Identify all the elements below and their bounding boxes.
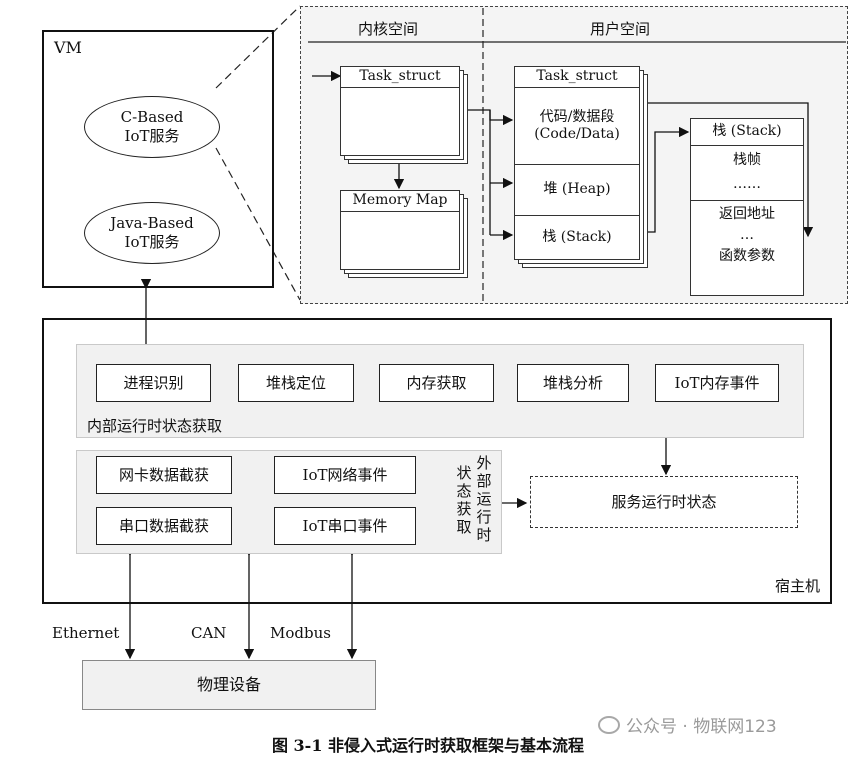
nic-data-capture: 网卡数据截获: [96, 456, 232, 494]
host-machine: 宿主机: [42, 318, 832, 604]
kernel-task-struct: Task_struct: [340, 66, 460, 156]
iot-serial-event: IoT串口事件: [274, 507, 416, 545]
iot-network-event: IoT网络事件: [274, 456, 416, 494]
serial-data-capture: 串口数据截获: [96, 507, 232, 545]
return-address-label: 返回地址: [719, 206, 775, 223]
heap-segment: 堆 (Heap): [515, 165, 639, 216]
figure-caption: 图 3-1 非侵入式运行时获取框架与基本流程: [271, 736, 585, 755]
stack-detail: 栈 (Stack) 栈帧 …… 返回地址 … 函数参数: [690, 118, 804, 296]
memory-map: Memory Map: [340, 190, 460, 270]
modbus-label: Modbus: [270, 624, 331, 642]
external-runtime-vertical-col1: 外部运行时: [476, 454, 492, 544]
code-data-segment: 代码/数据段 (Code/Data): [515, 88, 639, 165]
external-runtime-vertical-col2: 状态获取: [456, 464, 472, 536]
step-memory-acquire: 内存获取: [379, 364, 494, 402]
step-stack-analysis: 堆栈分析: [517, 364, 629, 402]
java-based-iot-service: Java-Based IoT服务: [84, 202, 220, 264]
step-stack-locate: 堆栈定位: [238, 364, 354, 402]
host-machine-label: 宿主机: [774, 577, 820, 595]
stack-detail-title: 栈 (Stack): [691, 119, 803, 146]
service-runtime-state: 服务运行时状态: [530, 476, 798, 528]
watermark: 公众号 · 物联网123: [598, 712, 777, 737]
java-based-line1: Java-Based: [110, 214, 194, 233]
code-data-line2: (Code/Data): [534, 126, 620, 142]
kernel-task-struct-label: Task_struct: [341, 67, 459, 88]
c-based-iot-service: C-Based IoT服务: [84, 96, 220, 158]
ethernet-label: Ethernet: [52, 624, 120, 642]
code-data-line1: 代码/数据段: [539, 108, 615, 125]
vm-title: VM: [54, 38, 82, 57]
vm-container: VM C-Based IoT服务 Java-Based IoT服务: [42, 30, 274, 288]
watermark-text: 公众号 · 物联网123: [626, 717, 777, 737]
c-based-line1: C-Based: [120, 108, 184, 127]
wechat-icon: [598, 715, 620, 734]
memory-map-label: Memory Map: [341, 191, 459, 212]
internal-runtime-title: 内部运行时状态获取: [87, 417, 223, 435]
physical-device: 物理设备: [82, 660, 376, 710]
can-label: CAN: [191, 624, 227, 642]
stack-ellipsis2: …: [740, 227, 754, 244]
stack-frame-label: 栈帧: [733, 152, 761, 169]
java-based-line2: IoT服务: [124, 233, 180, 251]
step-process-identify: 进程识别: [96, 364, 211, 402]
stack-segment: 栈 (Stack): [542, 229, 612, 246]
user-task-struct: Task_struct 代码/数据段 (Code/Data) 堆 (Heap) …: [514, 66, 640, 260]
c-based-line2: IoT服务: [124, 127, 180, 145]
step-iot-memory-event: IoT内存事件: [655, 364, 779, 402]
stack-ellipsis1: ……: [691, 176, 803, 201]
user-task-struct-label: Task_struct: [515, 67, 639, 88]
function-params-label: 函数参数: [719, 248, 775, 265]
user-space-header: 用户空间: [590, 20, 651, 38]
kernel-space-header: 内核空间: [358, 20, 419, 38]
